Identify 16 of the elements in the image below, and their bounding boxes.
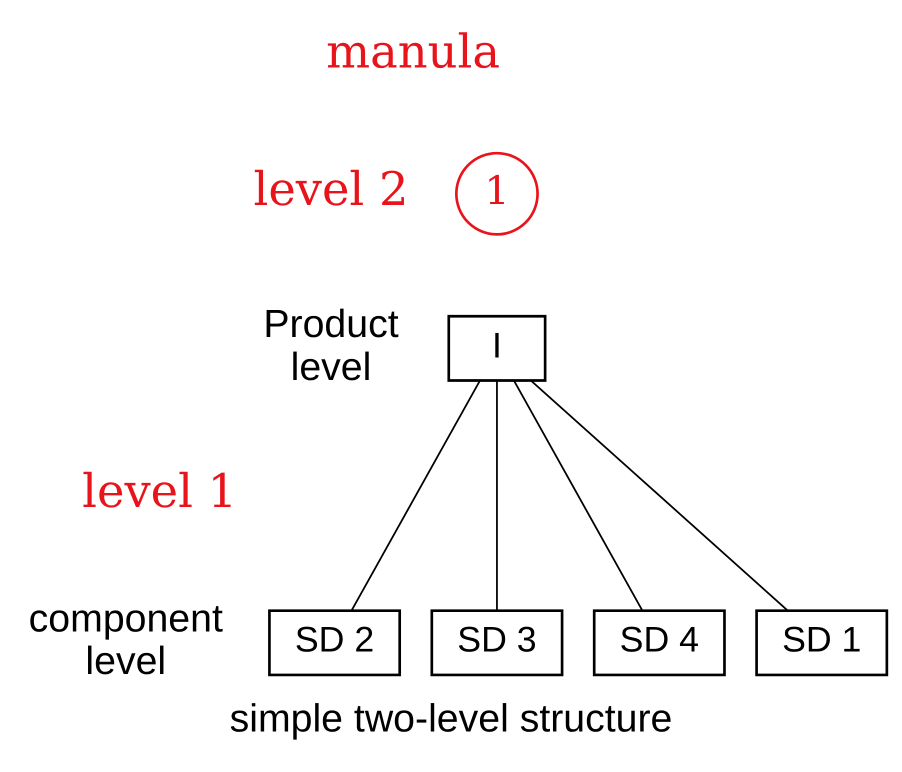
connector	[530, 380, 788, 611]
label: component level	[28, 596, 223, 683]
label: level 1	[82, 463, 238, 518]
label: level 2	[253, 162, 408, 216]
connector	[351, 380, 481, 610]
connector	[513, 380, 643, 610]
node-box: SD 3	[430, 608, 564, 676]
node-box: SD 4	[592, 608, 726, 676]
label: Product level	[263, 301, 399, 388]
label: manula	[326, 24, 500, 78]
connector	[496, 380, 498, 610]
node-box: SD 2	[268, 608, 402, 676]
node-box: I	[447, 314, 546, 382]
node-box: SD 1	[755, 608, 888, 676]
node-circle: 1	[455, 151, 539, 236]
caption: simple two-level structure	[230, 696, 672, 740]
